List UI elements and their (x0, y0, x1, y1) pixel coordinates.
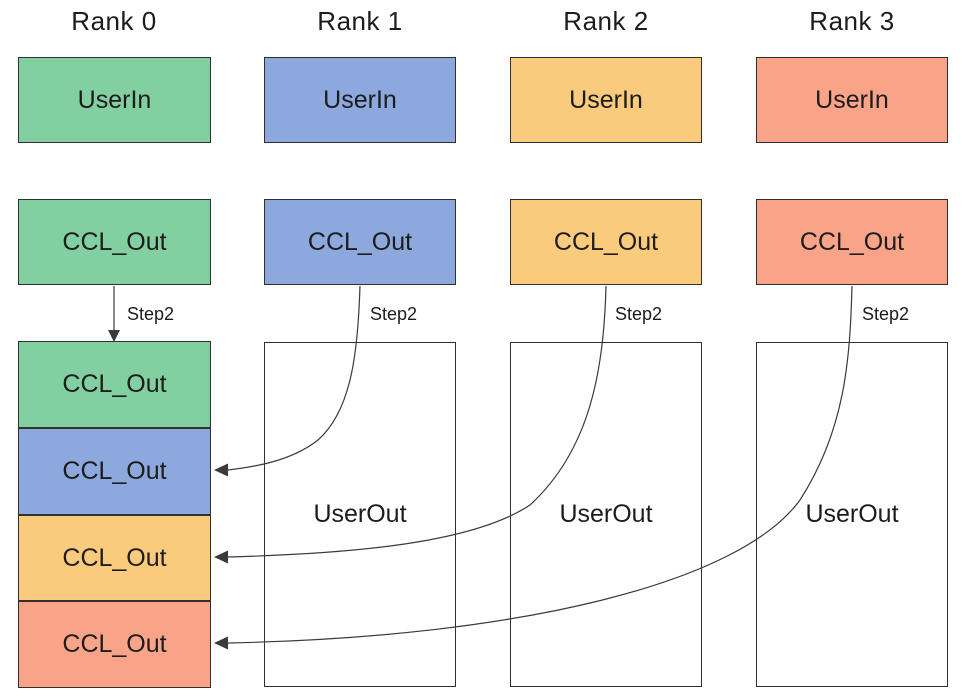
rank-1-userout-box: UserOut (264, 342, 456, 687)
rank-2-header: Rank 2 (563, 6, 649, 36)
rank-0-stack-segment-1: CCL_Out (18, 428, 211, 515)
rank-2-userout-box: UserOut (510, 342, 702, 687)
rank-0-userin-box: UserIn (18, 57, 211, 143)
rank-1-userin-box: UserIn (264, 57, 456, 143)
rank-3-userin-box: UserIn (756, 57, 948, 143)
rank-3-step-label: Step2 (862, 304, 910, 324)
rank-0-step-label: Step2 (127, 304, 175, 324)
rank-2-step2-arrowhead (214, 550, 228, 564)
rank-2-cclout-box: CCL_Out (510, 199, 702, 285)
rank-1-step2-arrowhead (214, 463, 228, 477)
rank-3-userout-box: UserOut (756, 342, 948, 687)
rank-1-step-label: Step2 (370, 304, 418, 324)
rank-0-stack-segment-2: CCL_Out (18, 515, 211, 601)
rank-0-stack-segment-0: CCL_Out (18, 341, 211, 428)
rank-2-step-label: Step2 (615, 304, 663, 324)
rank-2-userin-box: UserIn (510, 57, 702, 143)
rank-1-header: Rank 1 (317, 6, 403, 36)
rank-3-cclout-box: CCL_Out (756, 199, 948, 285)
rank-1-cclout-box: CCL_Out (264, 199, 456, 285)
rank-0-cclout-box: CCL_Out (18, 199, 211, 285)
rank-0-header: Rank 0 (71, 6, 157, 36)
rank-0-stack-segment-3: CCL_Out (18, 601, 211, 688)
rank-3-header: Rank 3 (809, 6, 895, 36)
rank-3-step2-arrowhead (214, 636, 228, 650)
